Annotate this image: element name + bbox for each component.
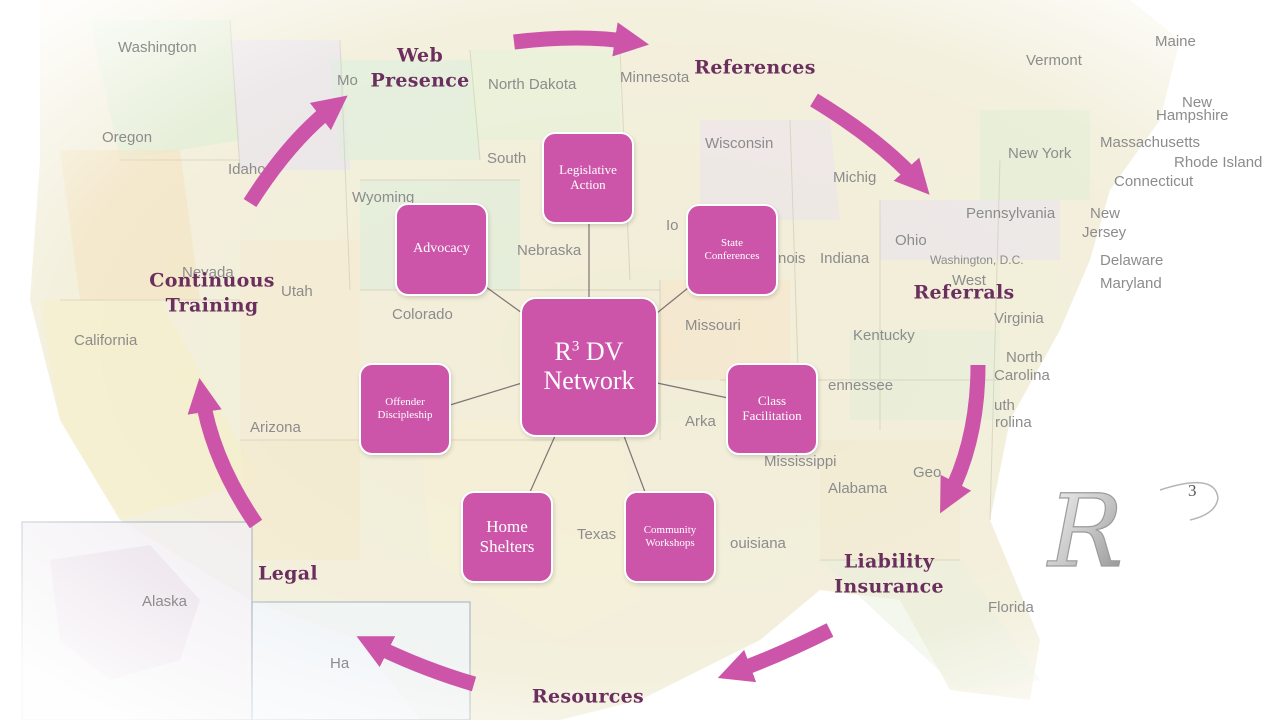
map-label-mississippi: Mississippi (764, 453, 837, 470)
map-label-virginia: Virginia (994, 310, 1044, 327)
connector-class-facilitation (656, 382, 729, 399)
map-label-ohio: Ohio (895, 232, 927, 249)
cycle-label-referrals: Referrals (913, 281, 1015, 304)
map-label-iowa: Io (666, 217, 679, 234)
map-label-indiana: Indiana (820, 250, 870, 267)
map-label-wyoming: Wyoming (352, 189, 415, 206)
cycle-label-web-presence: Web Presence (370, 44, 470, 91)
cycle-label-resources: Resources (531, 685, 645, 708)
center-hub-r3-dv-network: R3 DV Network (520, 297, 658, 437)
map-label-new-hampshire: New (1182, 94, 1213, 111)
map-label-alaska: Alaska (142, 593, 188, 610)
node-state-conferences: State Conferences (686, 204, 778, 296)
map-label-vermont: Vermont (1026, 52, 1082, 69)
center-hub-line1: R3 DV (554, 337, 624, 367)
connector-offender (449, 382, 523, 406)
map-label-new-jersey-2: Jersey (1082, 224, 1127, 241)
map-label-colorado: Colorado (392, 306, 453, 323)
map-label-south-carolina-2: rolina (995, 414, 1032, 431)
map-label-rhode-island: Rhode Island (1174, 154, 1263, 171)
map-label-nevada: Nevada (182, 264, 234, 281)
map-label-north-carolina-2: Carolina (994, 367, 1050, 384)
map-label-north-dakota: North Dakota (488, 76, 577, 93)
map-label-illinois: nois (778, 250, 806, 267)
r3-logo: R 3 (1045, 472, 1219, 590)
map-label-new-hampshire-2: Hampshire (1156, 107, 1229, 124)
arrow-training-to-web (243, 95, 348, 208)
map-label-north-carolina: North (1006, 349, 1043, 366)
cycle-label-continuous-training: Continuous Training (149, 269, 275, 316)
cycle-label-liability-insurance: Liability Insurance (834, 550, 944, 597)
map-label-utah: Utah (281, 283, 313, 300)
center-hub-line2: Network (543, 366, 635, 395)
connector-shelters (529, 435, 556, 493)
arrow-references-to-referrals (810, 93, 930, 195)
node-advocacy: Advocacy (395, 203, 488, 296)
node-home-shelters: Home Shelters (461, 491, 553, 583)
connector-community (623, 435, 646, 493)
map-label-texas: Texas (577, 526, 617, 543)
map-label-massachusetts: Massachusetts (1100, 134, 1201, 151)
map-label-kentucky: Kentucky (853, 327, 915, 344)
node-offender-discipleship: Offender Discipleship (359, 363, 451, 455)
map-label-idaho: Idaho (228, 161, 266, 178)
map-label-maine: Maine (1155, 33, 1196, 50)
r3-logo-letter: R (1046, 473, 1123, 590)
map-label-florida: Florida (988, 599, 1034, 616)
cycle-label-legal: Legal (258, 562, 318, 585)
r3-logo-superscript: 3 (1188, 481, 1197, 500)
arrow-legal-to-training (187, 377, 263, 529)
map-label-minnesota: Minnesota (620, 69, 690, 86)
map-label-washington: Washington (118, 39, 197, 56)
map-label-new-york: New York (1008, 145, 1072, 162)
map-label-tennessee: ennessee (828, 377, 894, 394)
map-label-south-carolina: uth (994, 397, 1015, 414)
map-label-louisiana: ouisiana (730, 535, 786, 552)
cycle-label-references: References (694, 56, 816, 79)
map-label-nebraska: Nebraska (517, 242, 582, 259)
map-label-maryland: Maryland (1100, 275, 1162, 292)
connector-state-conferences (656, 287, 689, 314)
connector-advocacy (485, 286, 523, 314)
map-label-oregon: Oregon (102, 129, 153, 146)
map-label-missouri: Missouri (685, 317, 741, 334)
map-label-new-jersey: New (1090, 205, 1121, 222)
map-label-alabama: Alabama (828, 480, 888, 497)
map-label-michigan: Michig (833, 169, 877, 186)
arrow-resources-to-legal (356, 636, 477, 692)
map-label-pennsylvania: Pennsylvania (966, 205, 1056, 222)
map-label-arizona: Arizona (250, 419, 301, 436)
map-label-south-dakota: South (487, 150, 527, 167)
node-legislative-action: Legislative Action (542, 132, 634, 224)
map-label-connecticut: Connecticut (1114, 173, 1194, 190)
arrow-referrals-to-liability (940, 364, 986, 514)
map-label-montana: Mo (337, 72, 358, 89)
arrow-web-to-references (513, 22, 650, 57)
map-label-delaware: Delaware (1100, 252, 1164, 269)
map-label-georgia: Geo (913, 464, 942, 481)
map-label-wisconsin: Wisconsin (705, 135, 774, 152)
node-class-facilitation: Class Facilitation (726, 363, 818, 455)
map-label-hawaii: Ha (330, 655, 350, 672)
map-label-california: California (74, 332, 138, 349)
map-label-dc: Washington, D.C. (930, 253, 1024, 267)
map-label-arkansas: Arka (685, 413, 716, 430)
map-label-west-virginia: West (952, 272, 986, 289)
node-community-workshops: Community Workshops (624, 491, 716, 583)
arrow-liability-to-resources (717, 623, 834, 683)
